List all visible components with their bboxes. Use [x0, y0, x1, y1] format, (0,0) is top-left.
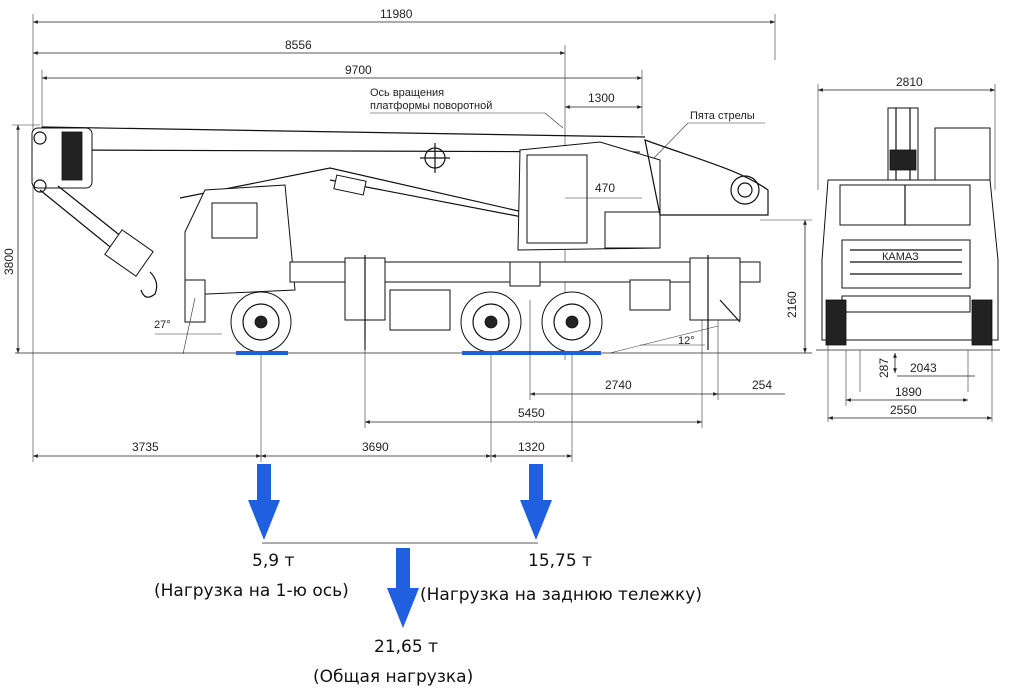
total-load-arrow [387, 548, 419, 628]
dim-1890: 1890 [895, 385, 922, 399]
rotation-axis-label-1: Ось вращения [370, 87, 444, 99]
angle-rear: 12° [678, 335, 695, 347]
lower-dimensions: 2740 254 5450 3735 3690 1320 [32, 300, 785, 462]
total-load-label: (Общая нагрузка) [313, 667, 473, 687]
boom-heel-label: Пята стрелы [690, 110, 755, 122]
front-axle-load-arrow [248, 464, 280, 540]
height-dimension-left: 3800 [2, 124, 40, 353]
dim-8556: 8556 [285, 38, 312, 52]
dim-3735: 3735 [132, 440, 159, 454]
height-dimension-right: 2160 [760, 219, 812, 353]
dim-2740: 2740 [605, 378, 632, 392]
dim-2160: 2160 [785, 291, 799, 318]
dim-287: 287 [877, 358, 891, 378]
dim-9700: 9700 [345, 63, 372, 77]
front-wheel [230, 291, 292, 353]
dim-3800: 3800 [2, 248, 16, 275]
dim-2810: 2810 [896, 75, 923, 89]
rotation-axis-label-2: платформы поворотной [370, 100, 492, 112]
dim-254: 254 [752, 378, 772, 392]
front-axle-load-label: (Нагрузка на 1-ю ось) [154, 581, 349, 601]
top-dimensions: 11980 8556 9700 1300 Ось вращения платфо… [32, 7, 776, 360]
dim-1300: 1300 [588, 91, 615, 105]
front-axle-load-value: 5,9 т [252, 551, 294, 571]
crane-truck-side-view: 470 [31, 126, 769, 355]
rear-bogie-load-label: (Нагрузка на заднюю тележку) [420, 585, 702, 605]
crane-truck-front-view: 2810 КАМАЗ 287 2043 1890 2550 [816, 75, 1000, 422]
load-diagram: 5,9 т (Нагрузка на 1-ю ось) 15,75 т (Наг… [154, 464, 702, 687]
total-load-value: 21,65 т [374, 637, 438, 657]
dim-5450: 5450 [518, 406, 545, 420]
rear-bogie-load-arrow [520, 464, 552, 540]
dim-470: 470 [595, 181, 615, 195]
dim-total-length: 11980 [380, 7, 413, 21]
dim-3690: 3690 [362, 440, 389, 454]
rear-wheel-2 [541, 291, 603, 353]
rear-bogie-load-value: 15,75 т [528, 551, 592, 571]
angle-front: 27° [154, 319, 171, 331]
dim-2550: 2550 [890, 403, 917, 417]
dim-2043: 2043 [910, 361, 937, 375]
dim-1320: 1320 [518, 440, 545, 454]
front-plate-brand: КАМАЗ [882, 251, 919, 263]
rear-wheel-1 [460, 291, 522, 353]
